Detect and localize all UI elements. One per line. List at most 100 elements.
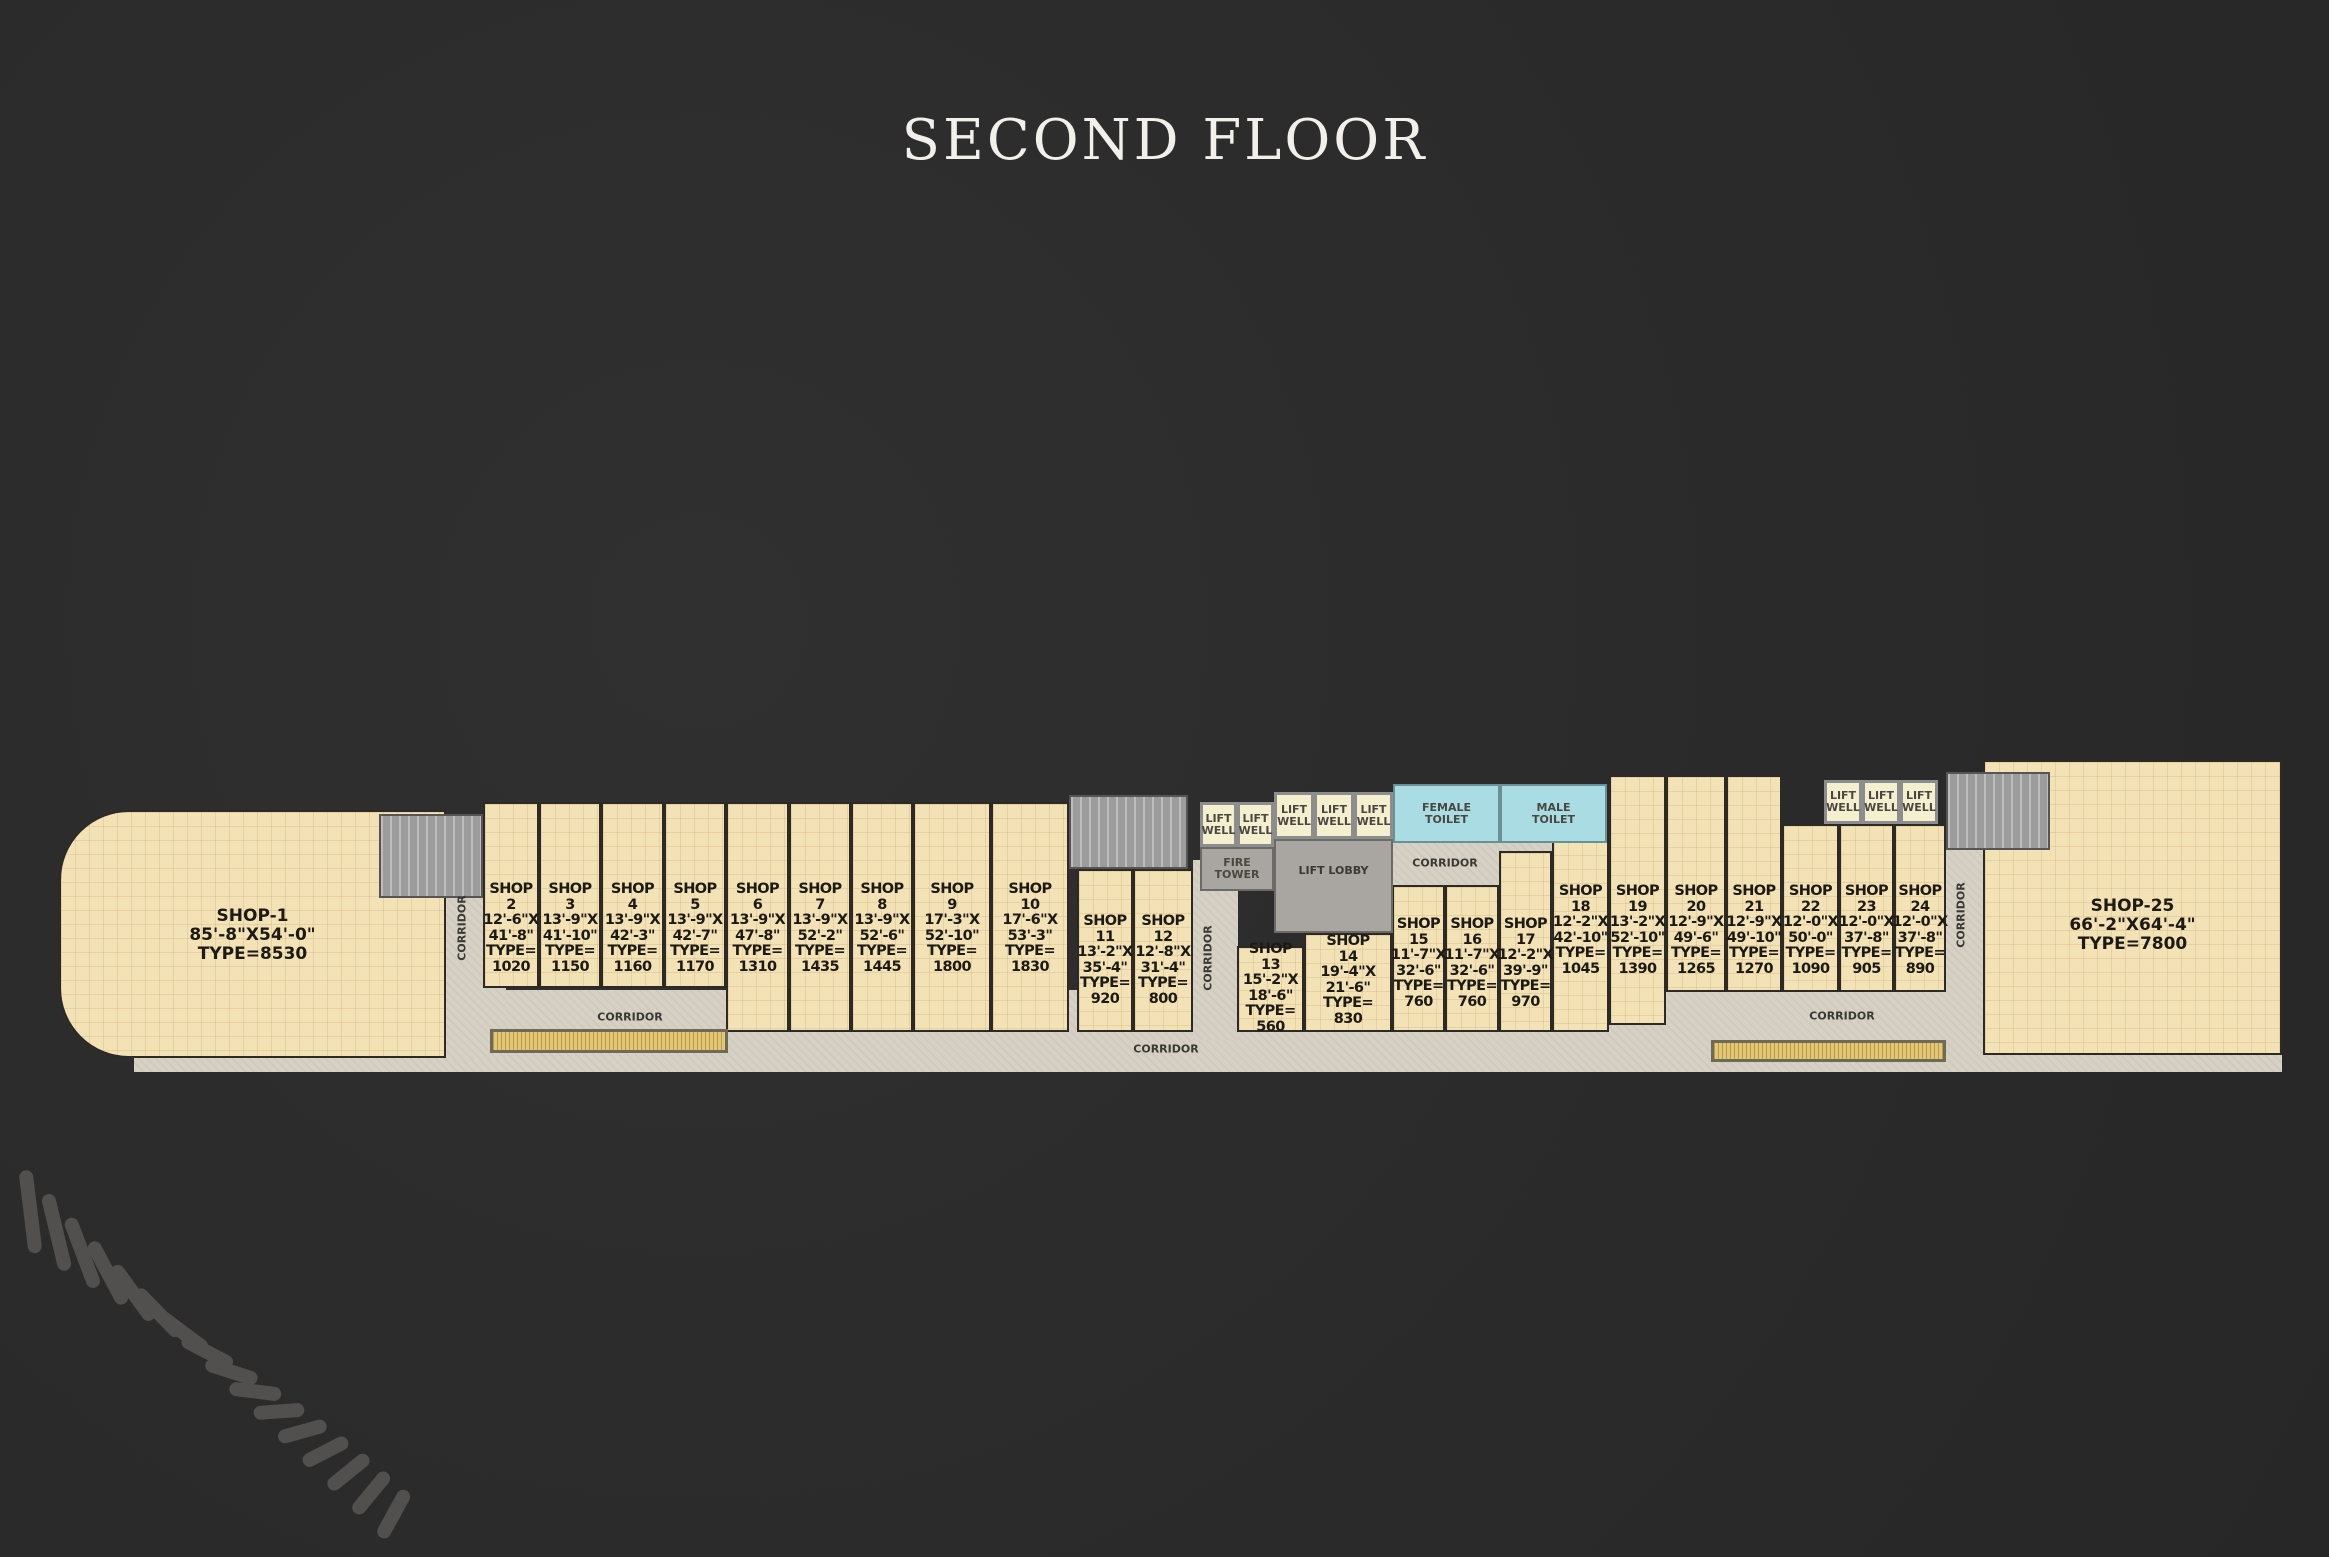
shop-label-line: 12'-2"X (1552, 914, 1609, 930)
shop-label-line: SHOP (610, 881, 655, 897)
shop-label-line: 24 (1910, 898, 1931, 915)
male-toilet-text: TOILET (1532, 812, 1575, 826)
shop-label-line: 1310 (738, 958, 778, 975)
escalator-left (490, 1029, 728, 1053)
shop-label-line: 49'-10" (1726, 929, 1782, 946)
shop-label-line: 31'-4" (1140, 959, 1186, 976)
leaf-stripe (205, 1358, 258, 1385)
shop-label-line: TYPE= (1322, 995, 1374, 1011)
shop-label-line: 13'-9"X (604, 912, 661, 928)
shop-label-line: 13'-9"X (542, 912, 598, 928)
shop-label-line: 41'-10" (542, 927, 598, 944)
shop-label-line: SHOP (489, 881, 533, 897)
shop-label-line: TYPE= (1894, 945, 1946, 961)
shop-label-line: 20 (1686, 898, 1707, 915)
shop-label-line: 23 (1857, 898, 1877, 915)
lift-well-text: WELL (1864, 801, 1898, 814)
fire-tower-text: TOWER (1214, 868, 1260, 881)
shop-label-line: 760 (1457, 993, 1487, 1010)
shop-label-line: 2 (506, 896, 516, 913)
shop-label-line: 5 (690, 896, 700, 913)
shop-label-line: SHOP (1326, 933, 1370, 949)
shop-label-line: 13'-9"X (792, 912, 848, 928)
shop-label-line: 1265 (1677, 960, 1716, 977)
shop-label-line: 11'-7"X (1444, 947, 1500, 963)
corridor-label: CORRIDOR (1954, 882, 1968, 948)
shop-label-line: 85'-8"X54'-0" (189, 925, 316, 945)
shop-label-line: TYPE= (1555, 945, 1606, 961)
shop-label-line: 1045 (1561, 960, 1601, 977)
shop-label-line: 1800 (933, 958, 972, 975)
shop-label-line: SHOP (1844, 883, 1889, 899)
lift-well-text: WELL (1356, 814, 1391, 828)
shop-label-line: SHOP (548, 881, 592, 897)
leaf-stripe (229, 1382, 282, 1401)
shop-label-line: 14 (1338, 948, 1359, 965)
lift-well-text: WELL (1277, 814, 1311, 828)
shop-label-line: 3 (565, 896, 575, 913)
leaf-stripe (302, 1436, 349, 1467)
shop-label-line: TYPE= (1670, 945, 1722, 961)
shop-label-line: 42'-7" (672, 927, 718, 944)
female-toilet-text: FEMALE (1421, 800, 1471, 814)
shop-label-line: 50'-0" (1788, 929, 1833, 946)
shop-label-line: 15'-2"X (1242, 972, 1299, 988)
shop-label-line: 1390 (1618, 960, 1658, 977)
shop-label-line: 18 (1571, 898, 1591, 915)
shop-label-line: 21 (1744, 898, 1765, 915)
shop-label-line: SHOP (930, 881, 974, 897)
lift-well-text: LIFT (1242, 811, 1269, 825)
shop-label-line: SHOP (1141, 913, 1185, 929)
shop-label-line: 49'-6" (1673, 929, 1719, 946)
shop-label-line: 12'-0"X (1892, 914, 1948, 930)
lift-well-text: LIFT (1360, 802, 1387, 816)
shop-label-line: 12'-6"X (483, 912, 539, 928)
shop-label-line: 41'-8" (488, 927, 534, 944)
shop-label-line: SHOP (1450, 916, 1494, 932)
leaf-stripe (327, 1453, 370, 1491)
lift-well-text: WELL (1317, 814, 1351, 828)
leaf-stripe (253, 1403, 305, 1420)
corridor-right (1946, 850, 1986, 1060)
shop-label-line: SHOP (1788, 883, 1833, 899)
shop-label-line: 1150 (551, 958, 590, 975)
palm-leaf-decoration (19, 1170, 411, 1539)
lift-well-text: LIFT (1905, 789, 1933, 802)
lift-well-text: LIFT (1867, 789, 1895, 802)
fire-tower-text: FIRE (1223, 856, 1251, 869)
shop-label-line: TYPE= (1500, 978, 1551, 994)
shop-label-line: 830 (1333, 1010, 1363, 1027)
shop-label-line: TYPE= (856, 943, 908, 959)
leaf-stripe (181, 1335, 234, 1369)
